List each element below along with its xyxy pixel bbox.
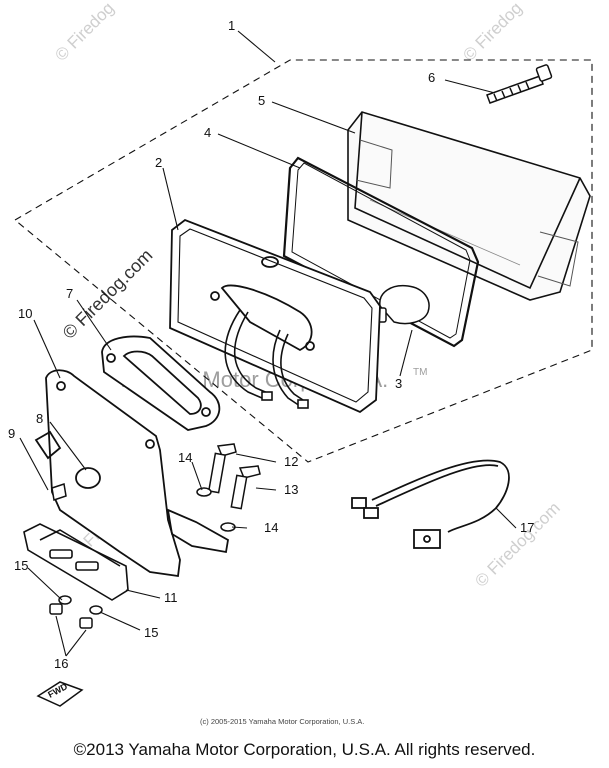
bolts-group <box>49 443 261 629</box>
wire-harness-part <box>351 459 510 549</box>
parts-diagram: © Firedog © Firedog © Firedog.com © Fire… <box>8 0 593 707</box>
watermark-left-dark: © Firedog.com <box>59 245 157 343</box>
watermark-top-right: © Firedog <box>459 0 525 65</box>
socket-wires <box>224 309 309 409</box>
callout-labels: 1 6 5 4 2 3 7 10 8 9 14 12 13 14 17 15 1… <box>8 18 534 671</box>
callout-14-lower: 14 <box>264 520 278 535</box>
callout-16: 16 <box>54 656 68 671</box>
callout-17: 17 <box>520 520 534 535</box>
assembly-dashed-outline <box>14 59 593 463</box>
callout-7: 7 <box>66 286 73 301</box>
callout-14-upper: 14 <box>178 450 192 465</box>
callout-15-left: 15 <box>14 558 28 573</box>
callout-6: 6 <box>428 70 435 85</box>
watermark-top-left: © Firedog <box>51 0 117 65</box>
inner-copyright-text: (c) 2005-2015 Yamaha Motor Corporation, … <box>200 717 365 726</box>
lens-part <box>347 111 591 301</box>
callout-1: 1 <box>228 18 235 33</box>
trademark-mark: TM <box>413 367 427 378</box>
callout-13: 13 <box>284 482 298 497</box>
callout-15-right: 15 <box>144 625 158 640</box>
gasket-inner <box>291 162 471 339</box>
footer-copyright: ©2013 Yamaha Motor Corporation, U.S.A. A… <box>73 740 536 759</box>
callout-11: 11 <box>164 590 178 605</box>
callout-2: 2 <box>155 155 162 170</box>
fwd-stamp: FWD <box>36 681 84 707</box>
housing-part <box>169 218 381 414</box>
callout-4: 4 <box>204 125 211 140</box>
callout-8: 8 <box>36 411 43 426</box>
callout-3: 3 <box>395 376 402 391</box>
callout-5: 5 <box>258 93 265 108</box>
watermark-bottom-right: © Firedog.com <box>471 498 563 590</box>
bracket-part <box>34 369 229 578</box>
callout-12: 12 <box>284 454 298 469</box>
base-gasket-part <box>101 335 221 431</box>
screw-part <box>486 64 553 104</box>
leader-lines <box>19 30 517 657</box>
callout-10: 10 <box>18 306 32 321</box>
callout-9: 9 <box>8 426 15 441</box>
